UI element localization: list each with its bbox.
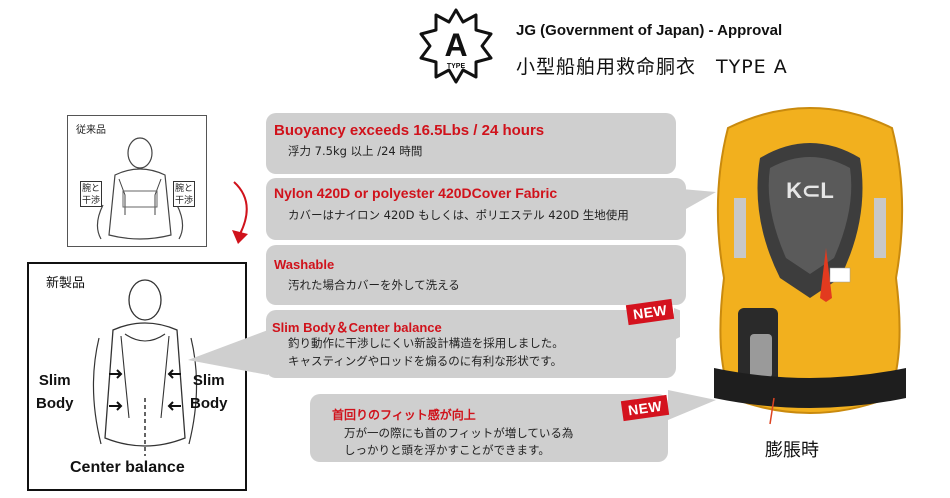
slim-body-line2: キャスティングやロッドを煽るのに有利な形状です。 <box>288 354 563 368</box>
arm-left-line2: 干渉 <box>81 196 100 206</box>
arm-interference-left: 腕と 干渉 <box>80 181 102 207</box>
new-vest-illustration <box>92 279 198 456</box>
old-product-label: 従来品 <box>76 125 106 136</box>
feature-panel-neck: 首回りのフィット感が向上 万が一の際にも首のフィットが増している為 しっかりと頭… <box>310 394 668 462</box>
neck-body-line2: しっかりと頭を浮かすことができます。 <box>344 443 550 457</box>
badge-caption: TYPE <box>447 63 466 70</box>
fabric-body: カバーはナイロン 420D もしくは、ポリエステル 420D 生地使用 <box>288 208 629 222</box>
arm-interference-right: 腕と 干渉 <box>173 181 195 207</box>
feature-panel-slim: Slim Body＆Center balance 釣り動作に干渉しにくい新設計構… <box>266 310 676 378</box>
new-product-box <box>27 262 247 491</box>
approval-english: JG (Government of Japan) - Approval <box>516 22 783 39</box>
buoyancy-body: 浮力 7.5kg 以上 /24 時間 <box>288 144 423 158</box>
inflated-caption: 膨脹時 <box>765 440 819 461</box>
inflated-life-vest: K⊂L <box>714 107 906 425</box>
slim-body-line1: 釣り動作に干渉しにくい新設計構造を採用しました。 <box>288 336 564 350</box>
pointer-wedge-neck <box>668 390 716 420</box>
type-a-badge: A TYPE <box>419 8 493 84</box>
neck-title: 首回りのフィット感が向上 <box>332 408 476 422</box>
slim-title: Slim Body＆Center balance <box>272 320 442 335</box>
washable-body: 汚れた場合カバーを外して洗える <box>288 278 460 292</box>
transition-arrow-icon <box>232 181 248 244</box>
feature-panel-buoyancy: Buoyancy exceeds 16.5Lbs / 24 hours 浮力 7… <box>266 113 676 174</box>
washable-title: Washable <box>274 257 335 272</box>
arm-left-line1: 腕と <box>81 184 100 194</box>
slim-body-right: Slim Body <box>190 372 228 412</box>
neck-body-line1: 万が一の際にも首のフィットが増している為 <box>344 426 574 440</box>
svg-text:K⊂L: K⊂L <box>786 178 834 203</box>
new-product-label: 新製品 <box>46 276 86 291</box>
approval-japanese: 小型船舶用救命胴衣 TYPE A <box>516 56 788 78</box>
old-vest-illustration <box>96 137 184 240</box>
arm-right-line2: 干渉 <box>174 196 193 206</box>
feature-panel-washable: Washable 汚れた場合カバーを外して洗える <box>266 245 686 305</box>
feature-panel-fabric: Nylon 420D or polyester 420DCover Fabric… <box>266 178 686 240</box>
slim-body-left: Slim Body <box>36 372 74 412</box>
arm-right-line1: 腕と <box>174 184 193 194</box>
buoyancy-title: Buoyancy exceeds 16.5Lbs / 24 hours <box>274 122 545 139</box>
center-balance-label: Center balance <box>70 459 185 476</box>
badge-letter: A <box>444 27 467 63</box>
fabric-title: Nylon 420D or polyester 420DCover Fabric <box>274 185 558 201</box>
